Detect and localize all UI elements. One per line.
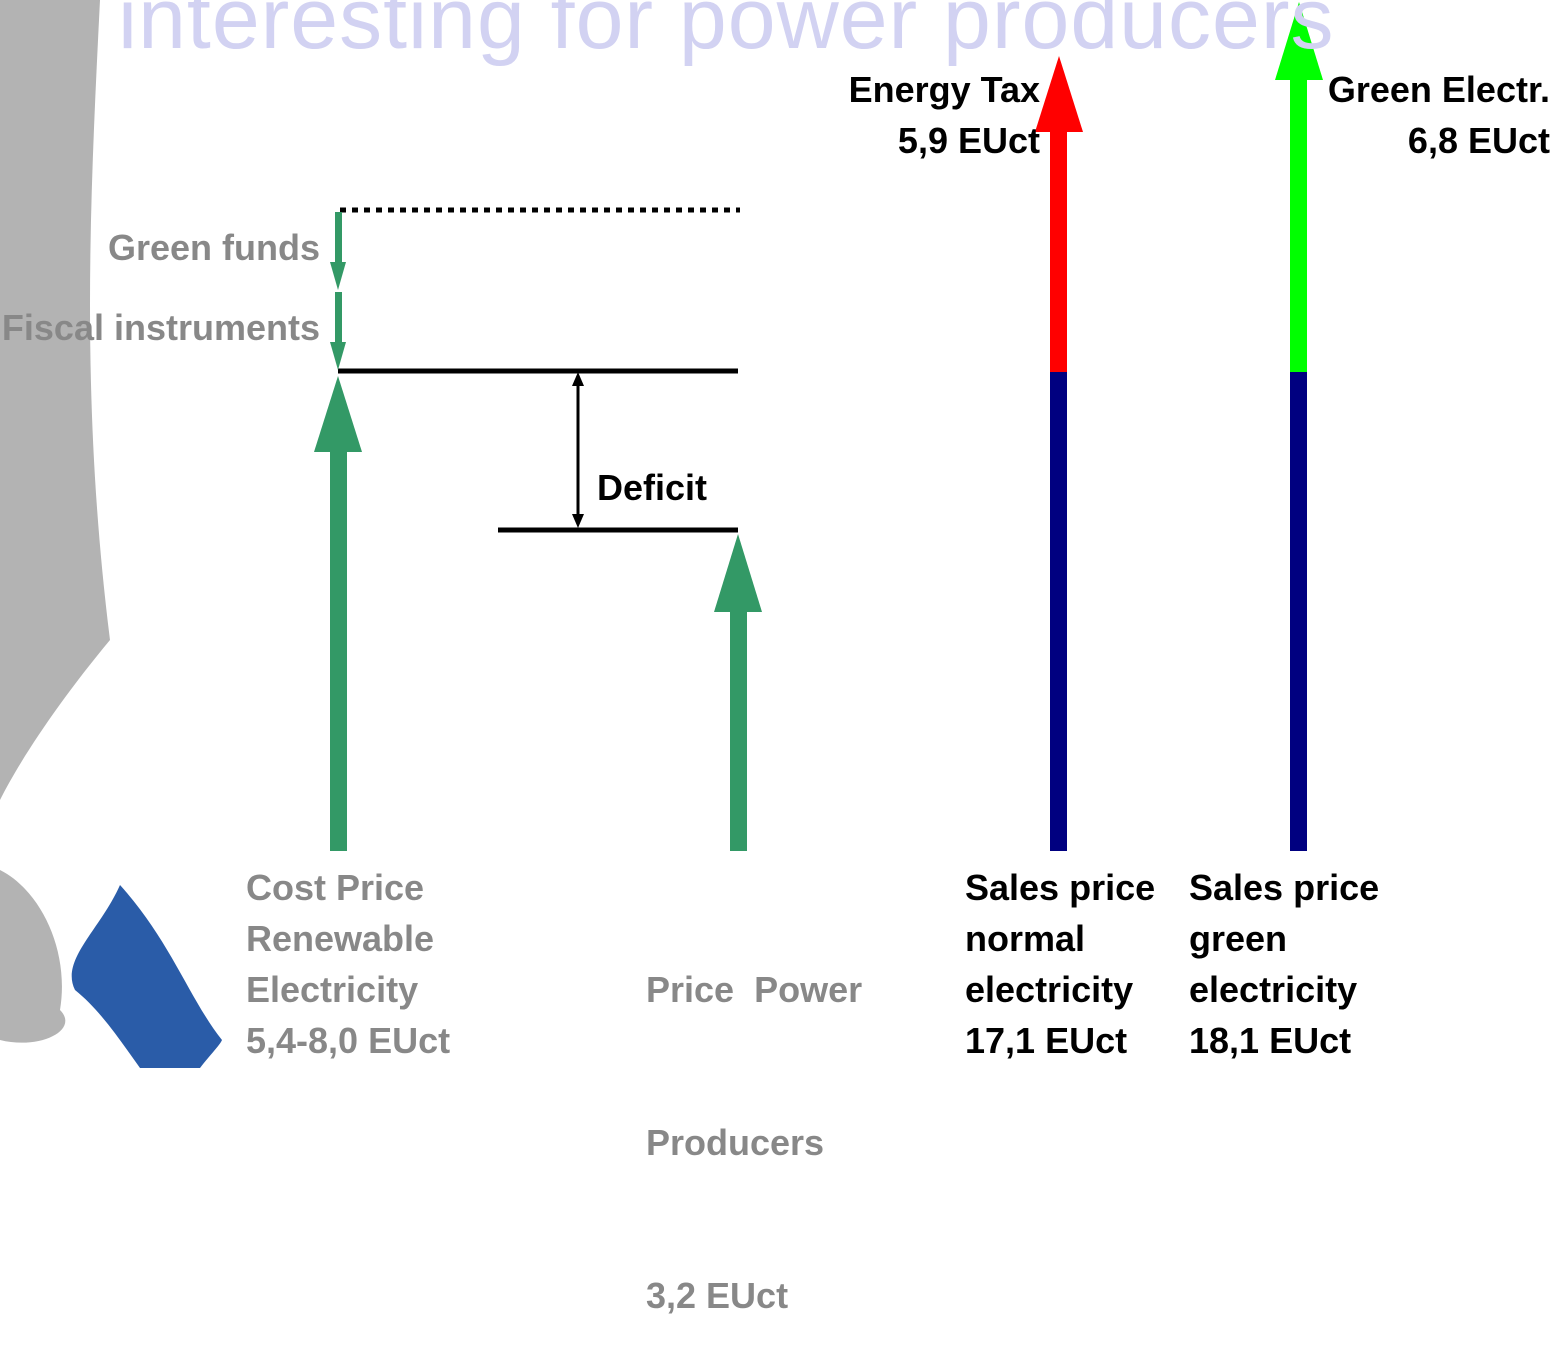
- sales-green-caption: Sales price green electricity 18,1 EUct: [1189, 862, 1379, 1066]
- power-price-caption: Price Power Producers 3,2 EUct: [646, 862, 862, 1372]
- deficit-double-arrow: [572, 372, 584, 528]
- green-electr-label: Green Electr. 6,8 EUct: [1328, 64, 1550, 166]
- caption-line: Price Power: [646, 969, 863, 1010]
- caption-line: green: [1189, 918, 1288, 959]
- caption-line: Renewable: [246, 918, 435, 959]
- green-funds-arrow: [330, 212, 346, 290]
- cost-price-arrow: [314, 376, 362, 851]
- caption-line: electricity: [1189, 969, 1358, 1010]
- caption-line: 5,4-8,0 EUct: [246, 1020, 451, 1061]
- logo-blue-shape: [71, 885, 222, 1068]
- background-grey-swoosh: [0, 0, 110, 800]
- caption-line: Sales price: [965, 867, 1156, 908]
- sales-normal-caption: Sales price normal electricity 17,1 EUct: [965, 862, 1155, 1066]
- green-electr-value: 6,8 EUct: [1407, 120, 1550, 161]
- energy-tax-name: Energy Tax: [848, 69, 1040, 110]
- normal-electricity-arrow: [1035, 56, 1083, 851]
- fiscal-instruments-arrow: [330, 292, 346, 370]
- energy-tax-label: Energy Tax 5,9 EUct: [849, 64, 1040, 166]
- logo-grey-shape: [0, 870, 66, 1043]
- fiscal-instruments-label: Fiscal instruments: [1, 307, 320, 348]
- deficit-label: Deficit: [597, 467, 708, 508]
- cost-price-caption: Cost Price Renewable Electricity 5,4-8,0…: [246, 862, 450, 1066]
- power-price-arrow: [714, 534, 762, 851]
- diagram-canvas: [0, 0, 1323, 1068]
- caption-line: Sales price: [1189, 867, 1380, 908]
- caption-line: Producers: [646, 1122, 825, 1163]
- caption-line: 17,1 EUct: [965, 1020, 1128, 1061]
- page-title: interesting for power producers: [118, 0, 1335, 67]
- energy-tax-value: 5,9 EUct: [897, 120, 1040, 161]
- caption-line: Cost Price: [246, 867, 425, 908]
- green-funds-label: Green funds: [107, 227, 320, 268]
- caption-line: 3,2 EUct: [646, 1275, 789, 1316]
- caption-line: electricity: [965, 969, 1134, 1010]
- caption-line: 18,1 EUct: [1189, 1020, 1352, 1061]
- green-electricity-arrow: [1275, 2, 1323, 851]
- caption-line: normal: [965, 918, 1086, 959]
- green-electr-name: Green Electr.: [1327, 69, 1550, 110]
- caption-line: Electricity: [246, 969, 419, 1010]
